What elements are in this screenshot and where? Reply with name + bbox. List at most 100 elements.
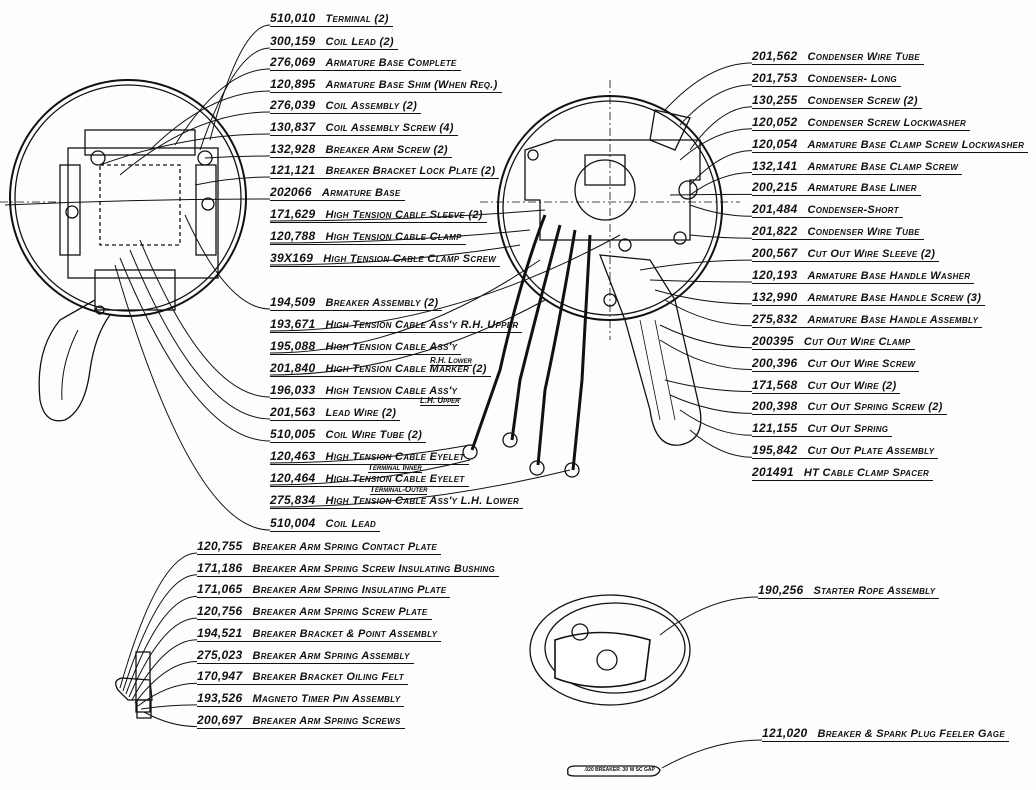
part-name: Cut Out Plate Assembly: [807, 445, 935, 458]
leader-line: [204, 155, 271, 159]
leader-line: [664, 62, 753, 111]
part-number: 201,840: [270, 361, 316, 375]
part-name: High Tension Cable Ass'y: [325, 341, 458, 353]
feeler-gage: [567, 765, 661, 777]
part-name: Breaker Arm Spring Screws: [252, 714, 401, 727]
part-sub-label: Terminal Inner: [368, 463, 422, 473]
part-number: 120,756: [197, 604, 243, 619]
part-number: 120,788: [270, 229, 316, 243]
part-name: Condenser Screw Lockwasher: [807, 116, 967, 129]
leader-line: [689, 234, 753, 239]
part-name: Coil Lead: [325, 518, 377, 530]
part-name: Breaker & Spark Plug Feeler Gage: [817, 728, 1005, 740]
part-number: 510,005: [270, 427, 316, 441]
part-label: 120,756 Breaker Arm Spring Screw Plate: [197, 604, 432, 621]
leader-line: [269, 209, 546, 222]
part-number: 201,822: [752, 224, 798, 239]
part-number: 120,895: [270, 77, 316, 91]
part-name: High Tension Cable Sleeve (2): [325, 209, 483, 221]
part-name: Cut Out Spring: [807, 423, 889, 436]
leader-line: [661, 739, 763, 769]
part-number: 201,562: [752, 49, 798, 63]
part-number: 300,159: [270, 34, 316, 48]
leader-line: [679, 84, 753, 126]
part-number: 120,054: [752, 136, 798, 151]
part-number: 120,052: [752, 114, 798, 129]
part-number: 193,526: [197, 690, 243, 705]
leader-line: [269, 234, 621, 332]
part-name: Condenser-Short: [807, 204, 899, 217]
part-name: Lead Wire (2): [325, 407, 397, 419]
part-name: Breaker Arm Spring Screw Plate: [252, 606, 428, 619]
leader-line: [99, 133, 271, 166]
part-number: 510,010: [270, 11, 316, 25]
part-number: 194,521: [197, 625, 243, 640]
part-name: Condenser- Long: [807, 72, 897, 85]
part-number: 194,509: [270, 295, 316, 309]
leader-line: [129, 249, 271, 420]
part-number: 200,697: [197, 712, 243, 727]
part-name: High Tension Cable Marker (2): [325, 363, 487, 375]
leader-line: [143, 711, 198, 728]
leader-line: [131, 639, 198, 701]
leader-line: [174, 68, 271, 146]
part-number: 193,671: [270, 317, 316, 331]
leader-line: [269, 229, 531, 244]
part-name: High Tension Cable Ass'y: [325, 385, 458, 397]
part-name: Cut Out Spring Screw (2): [807, 401, 943, 414]
part-number: 195,842: [752, 443, 798, 458]
part-name: HT Cable Clamp Spacer: [803, 467, 930, 480]
part-number: 132,928: [270, 142, 316, 156]
leader-line: [664, 379, 753, 392]
part-sub-label: L.H. Upper: [420, 396, 460, 406]
part-number: 130,837: [270, 120, 316, 134]
part-number: 200,215: [752, 180, 798, 195]
feeler-gage-imprint: .020 BREAKER .30 W SC GAP: [584, 767, 655, 773]
part-number: 121,155: [752, 421, 798, 436]
part-number: 200,396: [752, 355, 798, 370]
part-name: Breaker Arm Spring Contact Plate: [252, 541, 437, 553]
part-number: 132,990: [752, 289, 798, 304]
part-label: 121,155 Cut Out Spring: [752, 421, 893, 438]
part-number: 201,753: [752, 70, 798, 85]
part-name: Breaker Bracket Lock Plate (2): [325, 165, 496, 177]
leader-line: [269, 299, 546, 376]
part-sub-label: Terminal-Outer: [370, 485, 428, 495]
part-name: Breaker Arm Spring Assembly: [252, 649, 410, 662]
part-number: 275,832: [752, 311, 798, 326]
part-number: 121,020: [762, 726, 808, 740]
leader-line: [269, 469, 571, 508]
leader-line: [669, 193, 753, 196]
leader-line: [269, 244, 521, 266]
leader-line: [122, 574, 198, 692]
leader-line: [659, 339, 753, 371]
part-name: Cut Out Wire (2): [807, 379, 897, 392]
part-name: Armature Base Handle Washer: [807, 270, 971, 282]
part-number: 201491: [752, 465, 794, 480]
leader-line: [664, 299, 753, 327]
part-label: 121,020 Breaker & Spark Plug Feeler Gage: [762, 727, 1009, 742]
part-name: Breaker Arm Spring Screw Insulating Bush…: [252, 562, 496, 575]
part-name: High Tension Cable Ass'y L.H. Lower: [325, 495, 520, 507]
leader-line: [194, 176, 271, 186]
